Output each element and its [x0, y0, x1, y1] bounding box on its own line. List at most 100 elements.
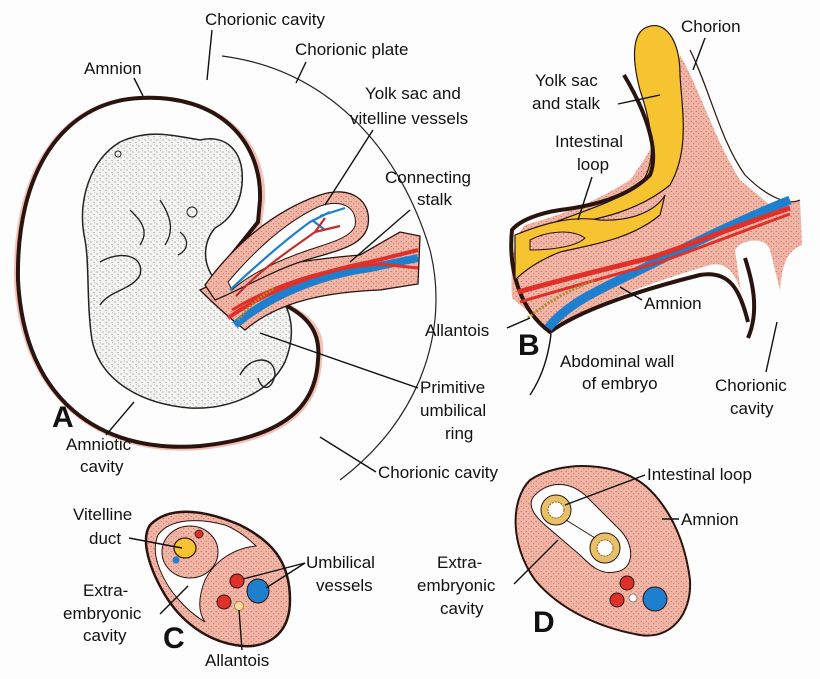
panel-c: Vitelline duct Umbilical vessels Extra- …: [63, 505, 375, 670]
leader-amnion-a: [133, 77, 144, 97]
label-connecting-line2: stalk: [417, 190, 452, 209]
embryo-eye: [186, 206, 198, 218]
label-allantois-c: Allantois: [205, 651, 269, 670]
leader-allantois-b: [506, 317, 531, 329]
panel-d: Intestinal loop Amnion Extra- embryonic …: [417, 465, 752, 639]
leader-yolk-sac: [324, 129, 374, 206]
leader-intestinal-b: [577, 176, 593, 221]
leader-connecting-stalk: [349, 209, 411, 263]
label-amniotic-line1: Amniotic: [66, 435, 132, 454]
label-intestinal-b-line2: loop: [577, 155, 609, 174]
label-yolk-sac-line1: Yolk sac and: [365, 84, 461, 103]
umbilical-artery-c2: [216, 594, 232, 610]
allantois-b: [527, 278, 596, 320]
leader-chorionic-cavity-bottom: [319, 436, 377, 473]
label-amnion-b: Amnion: [644, 294, 702, 313]
leader-umbilical-2: [265, 562, 306, 589]
allantois-a: [236, 286, 276, 321]
intestinal-lumen-d1: [547, 501, 565, 519]
chorionic-cavity-b: [735, 240, 800, 335]
label-yolk-b-line1: Yolk sac: [535, 71, 598, 90]
label-extra-d-line3: cavity: [440, 599, 484, 618]
vitelline-artery-c: [194, 529, 204, 539]
vitelline-vein: [229, 206, 346, 291]
intestinal-loop-b: [514, 194, 666, 282]
label-primitive-line1: Primitive: [420, 378, 485, 397]
label-intestinal-loop-d: Intestinal loop: [647, 465, 752, 484]
embryo-wall-b: [509, 73, 750, 335]
label-chorionic-plate: Chorionic plate: [295, 40, 408, 59]
label-chorionic-cavity-top: Chorionic cavity: [205, 10, 325, 29]
label-amniotic-line2: cavity: [80, 457, 124, 476]
leader-amniotic-cavity: [105, 401, 135, 436]
label-yolk-b-line2: and stalk: [532, 94, 601, 113]
label-amnion-d: Amnion: [681, 510, 739, 529]
embryo-limb-bud-lower: [239, 359, 276, 389]
leader-extra-c: [159, 585, 189, 615]
embryo-otic-placode: [114, 150, 122, 158]
label-vitelline-line2: duct: [89, 529, 121, 548]
vitelline-duct-c: [173, 537, 197, 559]
umbilical-vein-d: [642, 586, 668, 612]
label-extra-c-line1: Extra-: [83, 581, 128, 600]
label-amnion-a: Amnion: [84, 59, 142, 78]
label-chorionic-cavity-bottom: Chorionic cavity: [378, 463, 498, 482]
label-extra-d-line1: Extra-: [437, 553, 482, 572]
leader-intestinal-d: [564, 474, 646, 506]
leader-chorionic-b: [765, 321, 778, 373]
embryo-limb-bud-upper: [99, 254, 142, 306]
leader-chorionic-plate: [295, 61, 307, 84]
panel-label-d: D: [533, 606, 555, 639]
label-chorionic-b-line2: cavity: [730, 399, 774, 418]
label-primitive-line3: ring: [445, 424, 473, 443]
panel-label-a: A: [52, 401, 74, 434]
umbilical-artery-d2: [609, 592, 625, 608]
leader-umbilical-1: [242, 562, 306, 580]
intestinal-loop-inner: [529, 231, 586, 251]
label-intestinal-b-line1: Intestinal: [555, 132, 623, 151]
label-vitelline-line1: Vitelline: [73, 505, 132, 524]
vitelline-artery: [235, 217, 341, 297]
label-abdominal-line1: Abdominal wall: [560, 352, 674, 371]
label-allantois-b: Allantois: [425, 321, 489, 340]
embryo-pharyngeal-arches: [129, 199, 188, 256]
label-primitive-line2: umbilical: [420, 401, 486, 420]
allantois-d: [628, 593, 638, 603]
intestinal-lumen-d2: [596, 539, 614, 557]
label-chorion: Chorion: [681, 17, 741, 36]
leader-primitive-ring: [259, 332, 419, 389]
label-extra-c-line3: cavity: [83, 626, 127, 645]
chorionic-plate-arc: [221, 55, 437, 481]
panel-label-b: B: [518, 329, 540, 362]
abdominal-wall-curve: [529, 333, 552, 396]
label-abdominal-line2: of embryo: [582, 374, 658, 393]
intestinal-connection-d: [565, 519, 596, 539]
embryo: [81, 133, 293, 409]
leader-chorion: [692, 37, 706, 71]
leader-allantois-c: [238, 609, 243, 651]
label-extra-c-line2: embryonic: [63, 604, 142, 623]
leader-extra-d: [513, 539, 559, 585]
umbilical-artery-a2: [231, 262, 419, 312]
label-extra-d-line2: embryonic: [417, 576, 496, 595]
panel-label-c: C: [163, 622, 185, 655]
leader-chorionic-cavity-top: [206, 29, 213, 81]
umbilical-artery-d1: [619, 575, 635, 591]
leader-amnion-b: [619, 286, 643, 301]
umbilical-artery-b2: [519, 212, 791, 304]
umbilical-artery-c1: [229, 573, 245, 589]
umbilical-vein-c: [246, 578, 270, 604]
label-umbilical-line2: vessels: [316, 576, 373, 595]
label-yolk-sac-line2: vitelline vessels: [350, 109, 468, 128]
panel-a: Chorionic cavity Chorionic plate Amnion …: [13, 10, 498, 482]
panel-b: Chorion Yolk sac and stalk Intestinal lo…: [425, 17, 802, 418]
umbilical-artery-a: [226, 248, 419, 320]
label-connecting-line1: Connecting: [385, 168, 471, 187]
umbilical-vein-a: [232, 254, 419, 329]
vitelline-vein-c: [172, 556, 180, 564]
chorionic-wall-b: [743, 257, 757, 339]
leader-yolk-b: [617, 94, 661, 105]
label-umbilical-line1: Umbilical: [306, 553, 375, 572]
umbilical-artery-b: [517, 205, 791, 295]
